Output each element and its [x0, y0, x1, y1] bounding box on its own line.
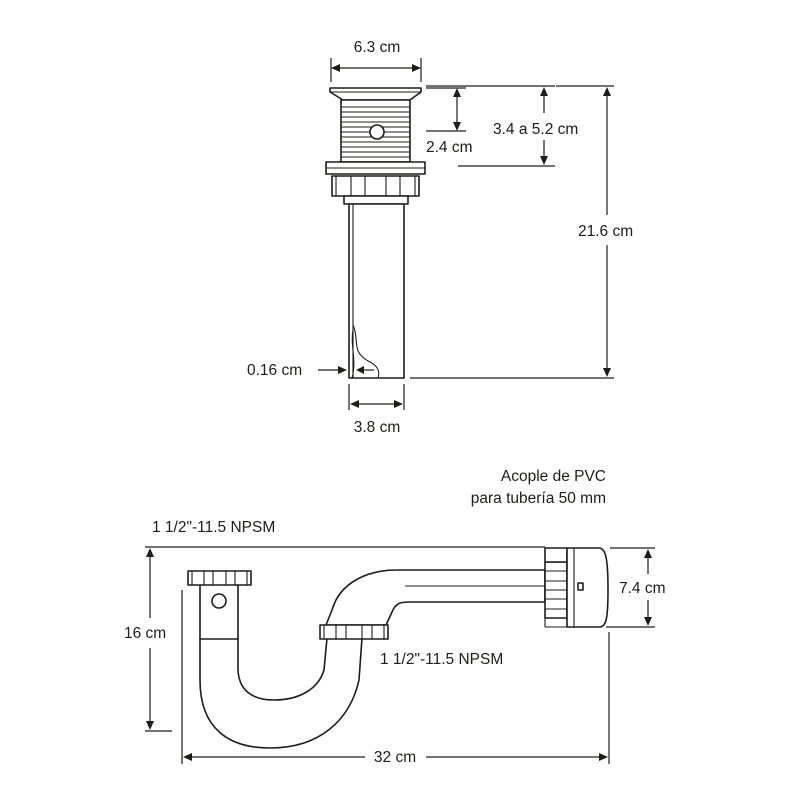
pop-up-drain: 6.3 cm 2.4 cm 3.4 a 5.2 cm — [247, 39, 633, 436]
trap-horizontal-arm — [325, 569, 546, 626]
dim-trap-height: 16 cm — [124, 548, 172, 732]
label-width-top: 6.3 cm — [354, 39, 401, 56]
tailpiece-cutaway — [352, 324, 380, 379]
label-trap-length: 32 cm — [374, 749, 416, 766]
label-cap-height: 2.4 cm — [426, 139, 473, 156]
overflow-hole — [369, 124, 385, 140]
drain-nut — [331, 175, 420, 197]
trap-middle-nut — [319, 624, 389, 640]
pvc-coupling — [544, 547, 609, 628]
label-trap-height: 16 cm — [124, 625, 166, 642]
trap-u-bend — [199, 637, 363, 749]
dim-trap-length: 32 cm — [181, 590, 610, 766]
trap-left-inlet — [187, 570, 252, 640]
label-wall-thickness: 0.16 cm — [247, 362, 302, 379]
label-thread-top: 1 1/2"-11.5 NPSM — [152, 519, 275, 536]
dim-wall-thickness: 0.16 cm — [247, 362, 374, 379]
label-total-height: 21.6 cm — [578, 223, 633, 240]
left-inlet-nut — [187, 570, 252, 586]
left-inlet-hole — [211, 593, 227, 609]
drain-cap — [329, 87, 422, 101]
label-coupling-height: 7.4 cm — [619, 580, 666, 597]
drain-tailpiece — [348, 203, 405, 379]
dim-width-top: 6.3 cm — [330, 39, 422, 82]
dim-cap-height: 2.4 cm — [426, 87, 473, 156]
label-coupling-line1: Acople de PVC — [501, 468, 606, 485]
dim-height-adjust: 3.4 a 5.2 cm — [426, 85, 578, 167]
dim-coupling-height: 7.4 cm — [606, 547, 666, 628]
label-thread-mid: 1 1/2"-11.5 NPSM — [380, 651, 503, 668]
dim-total-height: 21.6 cm — [410, 85, 633, 379]
dim-pipe-diameter: 3.8 cm — [348, 384, 405, 436]
p-trap: Acople de PVC para tubería 50 mm 1 1/2"-… — [124, 468, 666, 766]
label-height-adjust: 3.4 a 5.2 cm — [493, 121, 578, 138]
label-pipe-diameter: 3.8 cm — [354, 419, 401, 436]
label-coupling-line2: para tubería 50 mm — [471, 490, 606, 507]
